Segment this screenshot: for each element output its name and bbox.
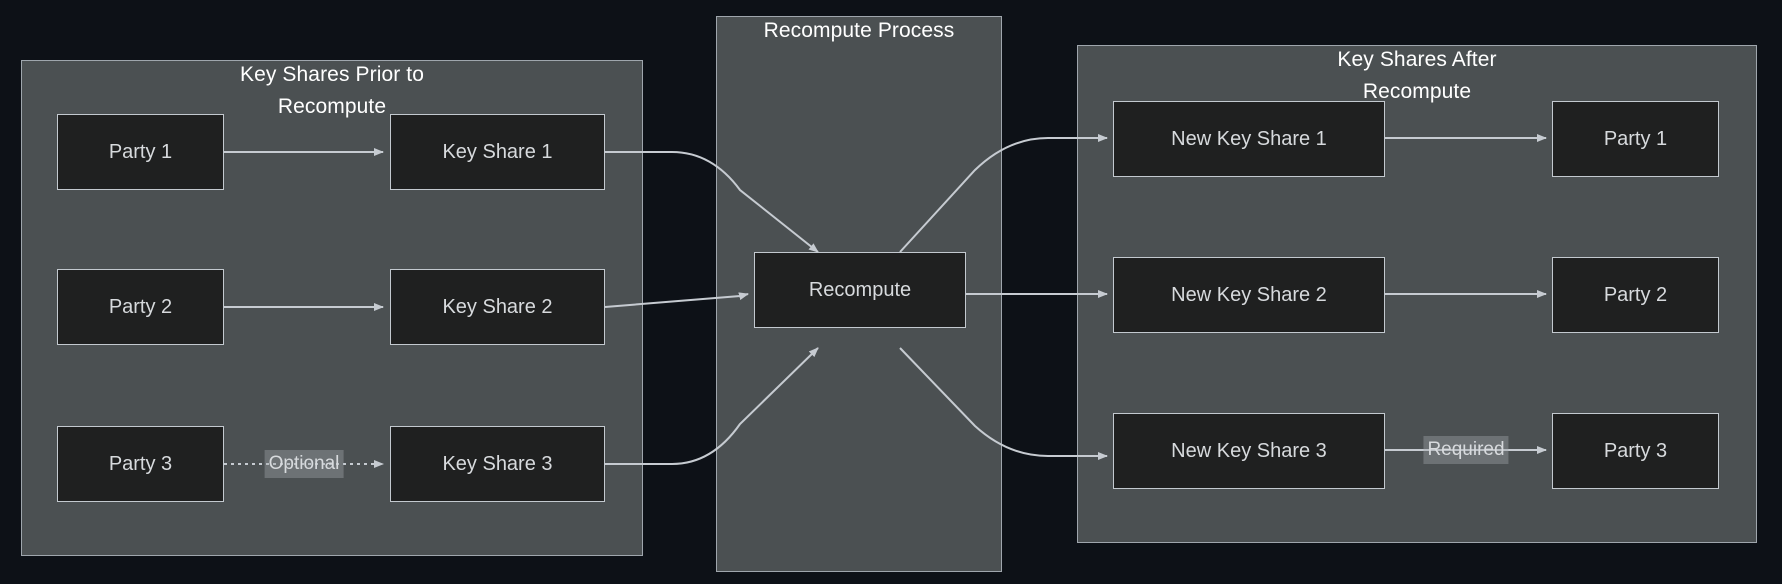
node-after-party2[interactable]: Party 2 (1552, 257, 1719, 333)
node-party1[interactable]: Party 1 (57, 114, 224, 190)
node-new-key-share-3-label: New Key Share 3 (1171, 440, 1327, 462)
node-party3-label: Party 3 (108, 453, 173, 475)
node-party1-label: Party 1 (108, 141, 173, 163)
node-new-key-share-1[interactable]: New Key Share 1 (1113, 101, 1385, 177)
edge-label-required: Required (1423, 436, 1509, 464)
node-new-key-share-3[interactable]: New Key Share 3 (1113, 413, 1385, 489)
node-party2[interactable]: Party 2 (57, 269, 224, 345)
node-key-share-3[interactable]: Key Share 3 (390, 426, 605, 502)
node-key-share-3-label: Key Share 3 (442, 453, 553, 475)
node-party3[interactable]: Party 3 (57, 426, 224, 502)
node-new-key-share-2[interactable]: New Key Share 2 (1113, 257, 1385, 333)
node-key-share-1[interactable]: Key Share 1 (390, 114, 605, 190)
node-recompute[interactable]: Recompute (754, 252, 966, 328)
node-key-share-2-label: Key Share 2 (442, 296, 553, 318)
node-new-key-share-1-label: New Key Share 1 (1171, 128, 1327, 150)
node-key-share-2[interactable]: Key Share 2 (390, 269, 605, 345)
node-after-party2-label: Party 2 (1603, 284, 1668, 306)
cluster-process-title: Recompute Process (763, 19, 955, 42)
node-after-party3-label: Party 3 (1603, 440, 1668, 462)
node-party2-label: Party 2 (108, 296, 173, 318)
node-recompute-label: Recompute (808, 279, 912, 301)
node-after-party3[interactable]: Party 3 (1552, 413, 1719, 489)
node-after-party1-label: Party 1 (1603, 128, 1668, 150)
cluster-after-title: Key Shares After Recompute (1337, 48, 1497, 103)
edge-label-optional: Optional (264, 450, 344, 478)
node-key-share-1-label: Key Share 1 (442, 141, 553, 163)
node-after-party1[interactable]: Party 1 (1552, 101, 1719, 177)
node-new-key-share-2-label: New Key Share 2 (1171, 284, 1327, 306)
